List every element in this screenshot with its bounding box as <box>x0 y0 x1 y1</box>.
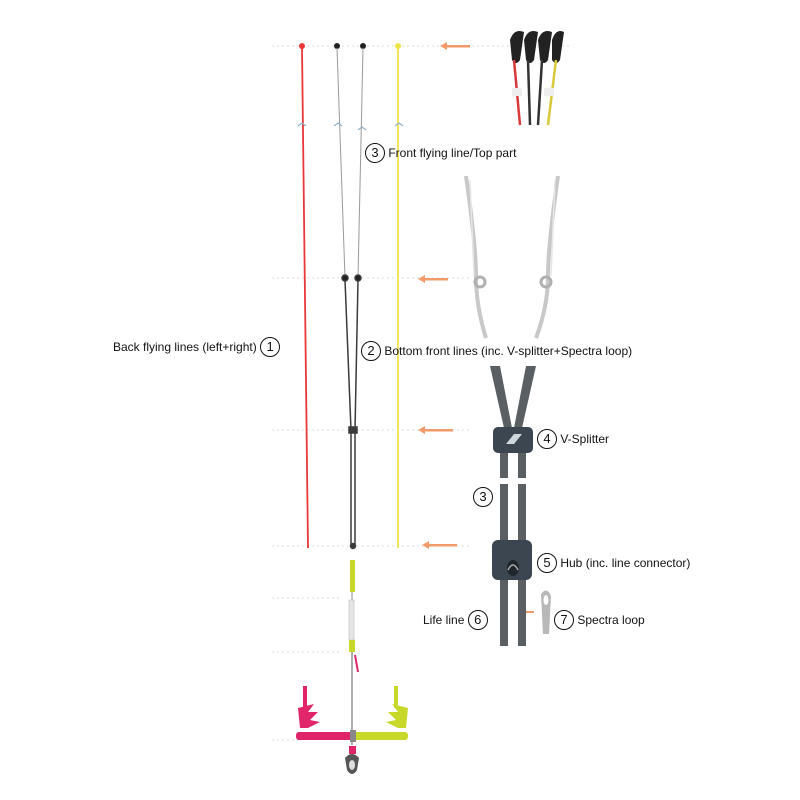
number-badge: 5 <box>537 553 557 573</box>
number-badge: 1 <box>260 337 281 357</box>
hub-icon <box>492 540 532 580</box>
number-badge: 3 <box>473 487 493 507</box>
label-text: V-Splitter <box>560 432 610 446</box>
label-text: Bottom front lines (inc. V-splitter+Spec… <box>384 344 633 358</box>
label-v-splitter: 4 V-Splitter <box>537 429 609 449</box>
label-hub: 5 Hub (inc. line connector) <box>537 553 690 573</box>
label-text: Front flying line/Top part <box>388 146 517 160</box>
label-life-line: Life line 6 <box>423 610 488 630</box>
bar-icon <box>296 686 408 742</box>
pointer-arrows <box>418 42 534 613</box>
label-front-top: 3 Front flying line/Top part <box>365 143 516 163</box>
bottom-front-lines <box>341 274 362 550</box>
label-back-lines: Back flying lines (left+right) 1 <box>113 337 281 357</box>
splitter-straps <box>490 366 536 646</box>
label-middle-part: 3 <box>473 487 493 507</box>
number-badge: 6 <box>467 610 488 630</box>
label-text: Life line <box>423 613 465 627</box>
line-ends-photo-icon <box>510 31 564 126</box>
number-badge: 4 <box>537 429 557 449</box>
number-badge: 2 <box>361 341 381 361</box>
front-line-top <box>334 43 366 279</box>
safety-line <box>395 43 401 548</box>
number-badge: 3 <box>365 143 385 163</box>
number-badge: 7 <box>554 610 574 630</box>
rope-splice-icon <box>464 175 560 339</box>
label-text: Back flying lines (left+right) <box>113 340 257 354</box>
v-splitter-icon <box>493 427 533 453</box>
depower-stem <box>348 560 359 745</box>
back-line-left <box>299 43 309 549</box>
label-text: Hub (inc. line connector) <box>560 556 691 570</box>
label-spectra-loop: 7 Spectra loop <box>554 610 645 630</box>
label-bottom-front: 2 Bottom front lines (inc. V-splitter+Sp… <box>361 341 632 361</box>
chicken-loop-icon <box>345 746 359 774</box>
line-markers <box>297 122 404 131</box>
spectra-loop-icon <box>541 590 551 634</box>
label-text: Spectra loop <box>577 613 645 627</box>
